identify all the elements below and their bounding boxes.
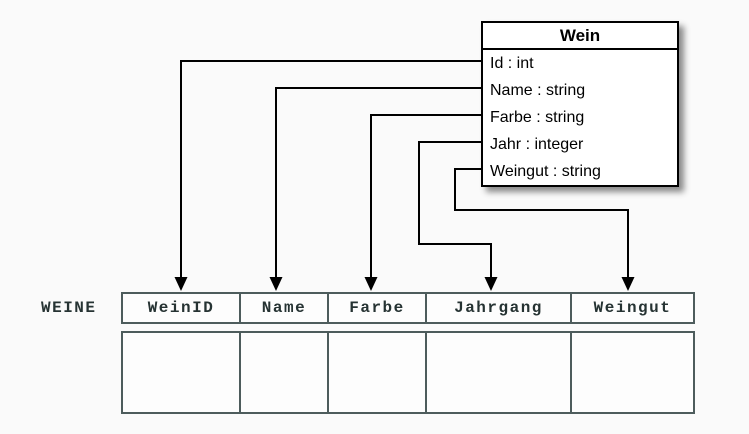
arrow-id-to-weinid [174,60,482,291]
class-attribute-id: Id : int [490,55,534,72]
table-column-header-weinid: WeinID [147,299,215,317]
table-cell-weinid [123,333,239,412]
table-column-header-farbe: Farbe [327,294,425,322]
class-box-wein: Wein Id : int Name : string Farbe : stri… [481,21,679,187]
class-attribute-weingut: Weingut : string [490,163,601,180]
table-empty-body-row [121,331,695,414]
arrow-weingut-to-weingut [454,168,635,291]
table-column-header-jahrgang: Jahrgang [425,294,570,322]
arrow-name-to-name [269,87,482,291]
table-cell-weingut [570,333,693,412]
class-attribute-name: Name : string [490,82,586,99]
table-column-header-name: Name [239,294,327,322]
table-column-header-weingut: Weingut [570,294,693,322]
table-cell-farbe [327,333,425,412]
arrow-jahr-to-jahrgang [418,141,498,291]
class-attribute-farbe: Farbe : string [490,109,585,126]
class-title: Wein [483,23,677,50]
class-attribute-jahr: Jahr : integer [490,136,584,153]
table-cell-name [239,333,327,412]
arrow-farbe-to-farbe [364,114,482,291]
table-cell-jahrgang [425,333,570,412]
table-name-label: WEINE [41,299,97,317]
table-header-row: WeinID Name Farbe Jahrgang Weingut [121,292,695,324]
